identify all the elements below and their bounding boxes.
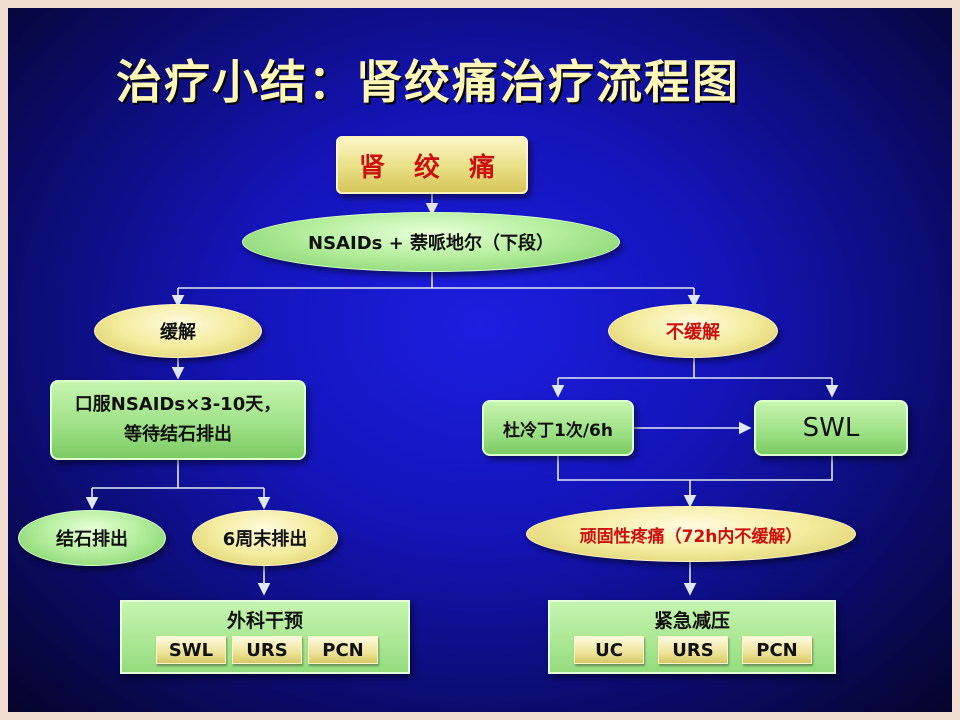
option-swl: SWL: [156, 636, 226, 664]
panel-title: 外科干预: [226, 610, 303, 632]
node-swl: SWL: [754, 400, 908, 456]
line-norelief-branches: [558, 358, 832, 379]
node-initial-treatment: NSAIDs + 萘哌地尔（下段）: [242, 212, 620, 272]
slide-title: 治疗小结：肾绞痛治疗流程图: [116, 55, 740, 109]
node-relief: 缓解: [94, 304, 262, 358]
slide: 治疗小结：肾绞痛治疗流程图 肾 绞 痛 NSAIDs + 萘哌地尔（下段） 缓解…: [8, 8, 952, 712]
node-not-passed-6-weeks: 6周末排出: [192, 510, 338, 566]
node-stone-passed: 结石排出: [18, 510, 166, 566]
node-dolantin: 杜冷丁1次/6h: [482, 400, 634, 456]
line-merge: [557, 456, 833, 500]
panel-emergency-decompression: 紧急减压 UC URS PCN: [548, 600, 836, 674]
node-no-relief: 不缓解: [608, 304, 778, 358]
panel-title: 紧急减压: [653, 610, 730, 632]
panel-surgical-intervention: 外科干预 SWL URS PCN: [120, 600, 410, 674]
node-renal-colic: 肾 绞 痛: [336, 136, 528, 194]
option-urs: URS: [232, 636, 302, 664]
line-oral-branches: [92, 460, 264, 489]
line-initial-branches: [178, 270, 694, 289]
option-uc: UC: [574, 636, 644, 664]
node-refractory-pain: 顽固性疼痛（72h内不缓解）: [526, 506, 856, 562]
option-urs: URS: [658, 636, 728, 664]
option-pcn: PCN: [742, 636, 812, 664]
option-pcn: PCN: [308, 636, 378, 664]
node-oral-nsaids: 口服NSAIDs×3-10天，等待结石排出: [50, 380, 306, 460]
connector-lines: [85, 194, 839, 596]
